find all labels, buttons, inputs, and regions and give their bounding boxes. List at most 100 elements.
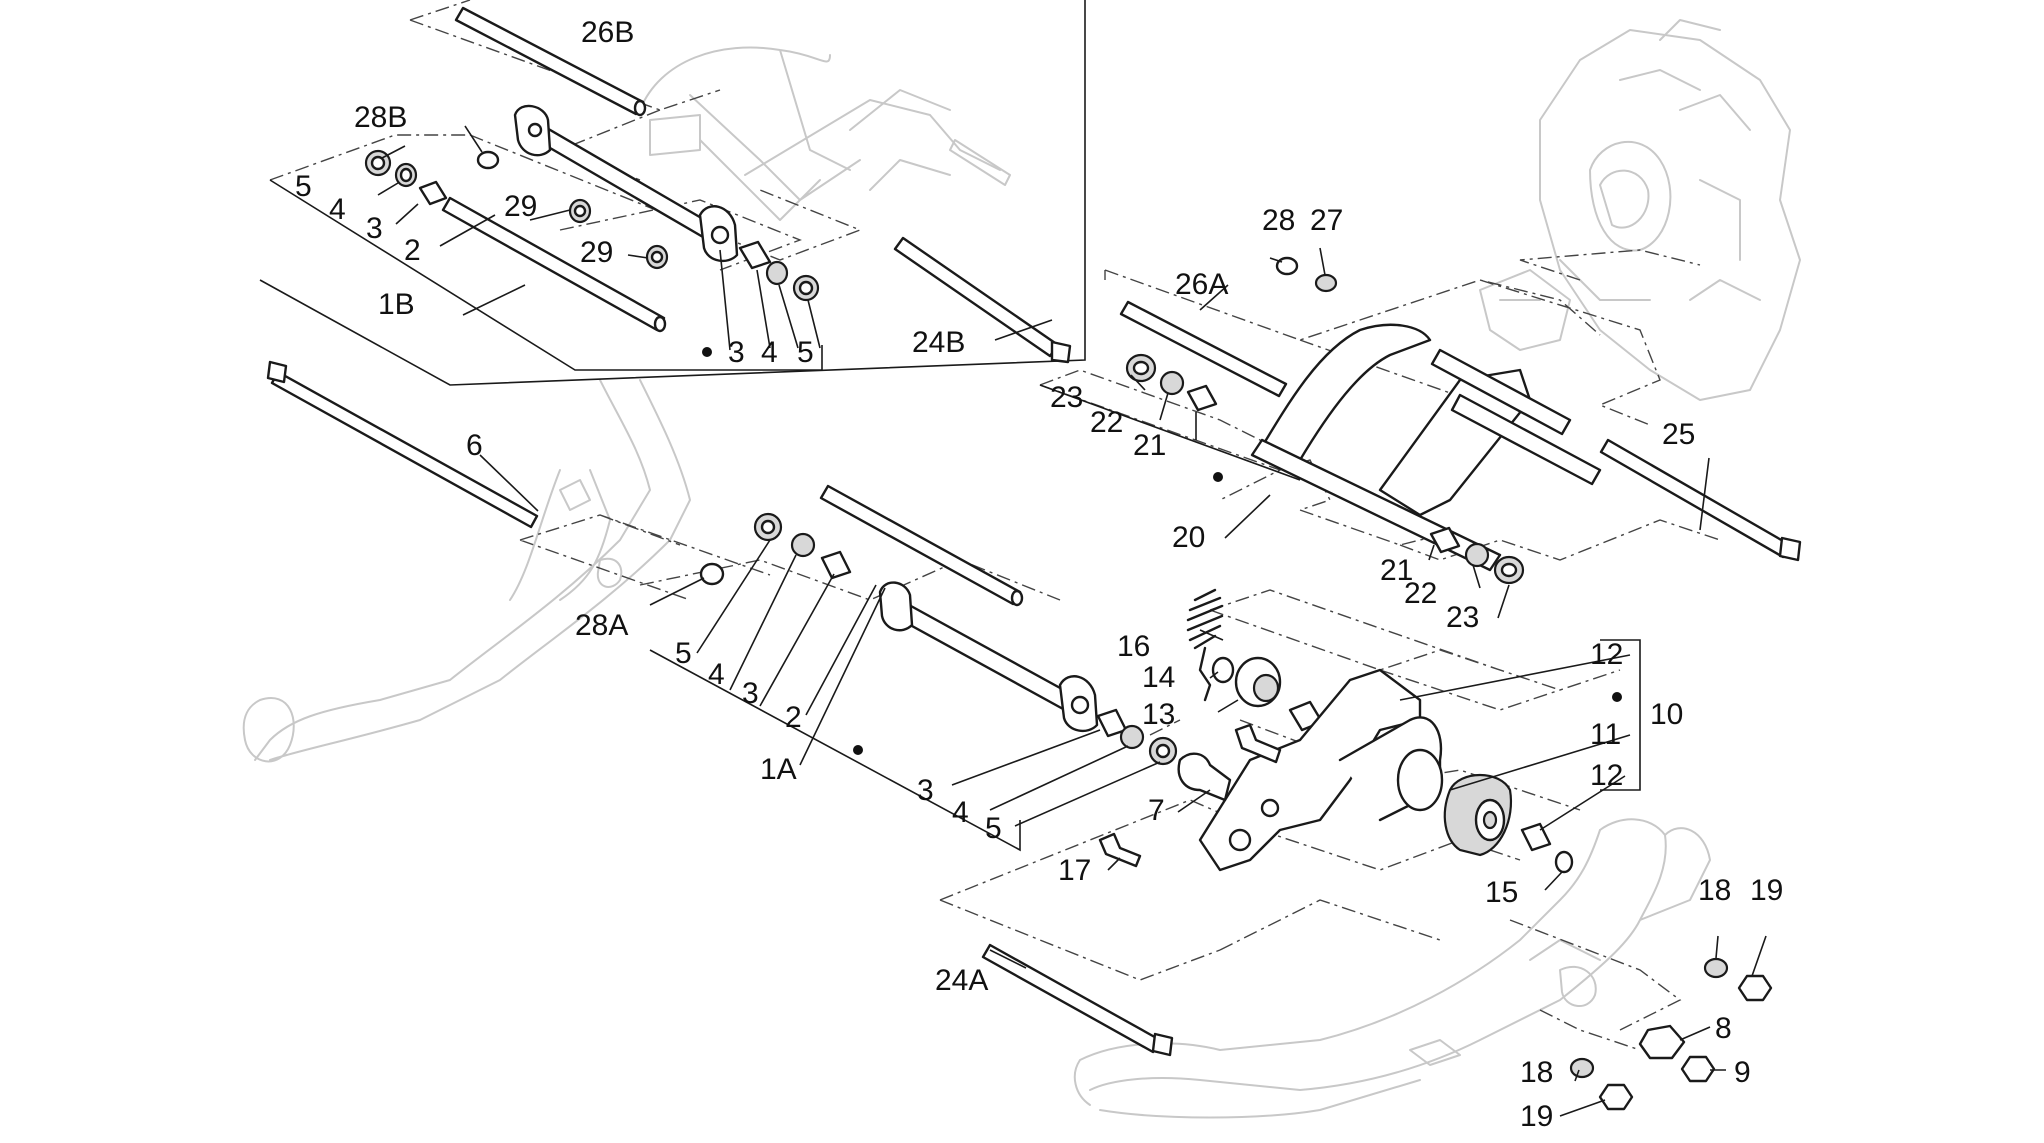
rod-2-lower-end <box>1010 589 1024 607</box>
label-15: 15 <box>1485 876 1518 909</box>
parts <box>266 6 1802 1111</box>
washer-29b-hole <box>650 250 664 264</box>
label-22-bottom: 22 <box>1404 577 1437 610</box>
rod-2-inset <box>441 196 666 332</box>
washer-23-top-hole <box>1132 360 1150 376</box>
label-4-lower: 4 <box>708 658 725 691</box>
label-6: 6 <box>466 429 483 462</box>
label-14: 14 <box>1142 661 1175 694</box>
washer-18-a <box>1703 957 1729 979</box>
bracket-hole-a <box>1228 828 1252 852</box>
bush-21-bottom <box>1429 526 1461 554</box>
flange-hole <box>710 225 730 245</box>
washer-29a-hole <box>573 204 587 218</box>
label-18-b: 18 <box>1520 1056 1553 1089</box>
label-12-top: 12 <box>1590 638 1623 671</box>
label-3-inset: 3 <box>366 212 383 245</box>
label-25: 25 <box>1662 418 1695 451</box>
label-24a: 24A <box>935 964 988 997</box>
link-20-pin <box>1450 393 1602 486</box>
rod-26a <box>1119 300 1288 398</box>
label-7: 7 <box>1148 794 1165 827</box>
label-3-inset-b: 3 <box>728 336 745 369</box>
seal-4-lower <box>790 532 816 558</box>
nut-19-a <box>1737 974 1773 1002</box>
bracket-10 <box>1600 639 1641 791</box>
seal-22-top <box>1159 370 1185 396</box>
label-18-a: 18 <box>1698 874 1731 907</box>
bush-3-inset <box>418 180 448 206</box>
label-10: 10 <box>1650 698 1683 731</box>
label-1a: 1A <box>760 753 797 786</box>
marker-dot-20 <box>1213 472 1223 482</box>
label-28: 28 <box>1262 204 1295 237</box>
rod-26b-end <box>633 99 647 117</box>
label-19-b: 19 <box>1520 1100 1553 1133</box>
bolt-24a-head <box>1151 1032 1174 1057</box>
callout-labels: 26B 28B 5 4 3 2 29 29 1B 3 4 5 24B 6 28 … <box>295 16 1783 1133</box>
bolt-6 <box>270 370 539 529</box>
pin-7 <box>1177 752 1232 802</box>
tube-10-end <box>1396 748 1444 812</box>
bush-3-inset-b <box>738 240 772 270</box>
nut-9 <box>1680 1055 1716 1083</box>
seal-4-lower-b <box>1119 724 1145 750</box>
label-21-top: 21 <box>1133 429 1166 462</box>
label-5-lower: 5 <box>675 637 692 670</box>
bolt-6-head <box>266 360 288 384</box>
label-5-lower-b: 5 <box>985 812 1002 845</box>
label-29-a: 29 <box>504 190 537 223</box>
frames <box>259 0 1641 852</box>
label-19-a: 19 <box>1750 874 1783 907</box>
label-17: 17 <box>1058 854 1091 887</box>
label-28b: 28B <box>354 101 407 134</box>
bolt-24b <box>893 236 1060 358</box>
label-26b: 26B <box>581 16 634 49</box>
link-20-arm <box>1258 323 1432 462</box>
flange-hole-2 <box>527 122 543 138</box>
label-4-lower-b: 4 <box>952 796 969 829</box>
ghost-context <box>242 19 1801 1119</box>
bracket-hole-b <box>1260 798 1280 818</box>
bracket-1a <box>649 649 1021 852</box>
spring-16 <box>1186 588 1224 702</box>
label-22-top: 22 <box>1090 406 1123 439</box>
seal-4-inset-b <box>765 260 789 286</box>
label-3-lower: 3 <box>742 677 759 710</box>
rod-2-lower <box>819 484 1022 606</box>
silentblock-11-core <box>1482 810 1498 830</box>
flange-1a-left <box>878 581 914 632</box>
nut-19-b <box>1598 1083 1634 1111</box>
label-3-lower-b: 3 <box>917 774 934 807</box>
circlip-15 <box>1554 850 1574 874</box>
screw-17 <box>1098 832 1142 868</box>
nut-28a <box>699 562 725 586</box>
washer-23-bottom-hole <box>1500 562 1518 578</box>
bracket-20 <box>1039 384 1301 481</box>
label-28a: 28A <box>575 609 628 642</box>
washer-27 <box>1314 273 1338 293</box>
label-1b: 1B <box>378 288 415 321</box>
assembly-outlines <box>269 0 1721 1051</box>
bush-3-lower <box>820 550 852 580</box>
label-4-inset-b: 4 <box>761 336 778 369</box>
washer-5-lower-hole <box>760 519 776 535</box>
circlip-14 <box>1211 656 1235 684</box>
nut-8 <box>1638 1024 1686 1060</box>
seal-22-bottom <box>1464 542 1490 568</box>
label-23-bottom: 23 <box>1446 601 1479 634</box>
label-2-inset: 2 <box>404 234 421 267</box>
leader-lines <box>377 125 1767 1117</box>
label-24b: 24B <box>912 326 965 359</box>
flange-1a-hole <box>1070 695 1090 715</box>
nut-28b <box>476 150 500 170</box>
bracket-1b <box>269 179 823 371</box>
label-20: 20 <box>1172 521 1205 554</box>
label-8: 8 <box>1715 1012 1732 1045</box>
label-16: 16 <box>1117 630 1150 663</box>
label-13: 13 <box>1142 698 1175 731</box>
seal-4-hole <box>399 167 413 183</box>
bolt-13 <box>1234 723 1282 764</box>
